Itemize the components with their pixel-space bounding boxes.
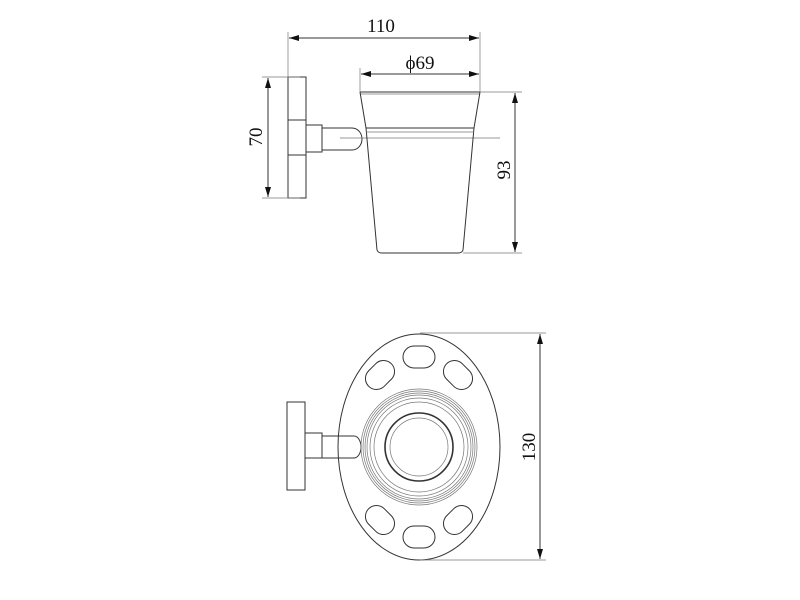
cup bbox=[359, 91, 481, 254]
cup-rings bbox=[360, 388, 478, 506]
dimension-110: 110 bbox=[287, 16, 481, 92]
dimension-130: 130 bbox=[420, 332, 546, 561]
brush-slots bbox=[364, 345, 474, 549]
depth-dimension-label: 130 bbox=[519, 433, 540, 462]
holder-arm bbox=[305, 124, 500, 153]
dimension-93: 93 bbox=[463, 91, 522, 254]
wall-plate bbox=[287, 76, 307, 199]
dimension-70: 70 bbox=[246, 76, 300, 199]
dimension-69: ϕ69 bbox=[359, 53, 479, 92]
cup-height-dimension-label: 93 bbox=[494, 161, 515, 180]
plate-height-dimension-label: 70 bbox=[246, 128, 267, 147]
diameter-dimension-label: ϕ69 bbox=[405, 53, 434, 74]
width-dimension-label: 110 bbox=[367, 16, 395, 37]
tray-oval bbox=[337, 333, 501, 561]
top-view: 130 bbox=[286, 332, 546, 561]
side-view: 110 ϕ69 70 93 bbox=[246, 16, 522, 254]
wall-plate-top bbox=[286, 401, 306, 491]
holder-arm-top bbox=[304, 432, 362, 459]
